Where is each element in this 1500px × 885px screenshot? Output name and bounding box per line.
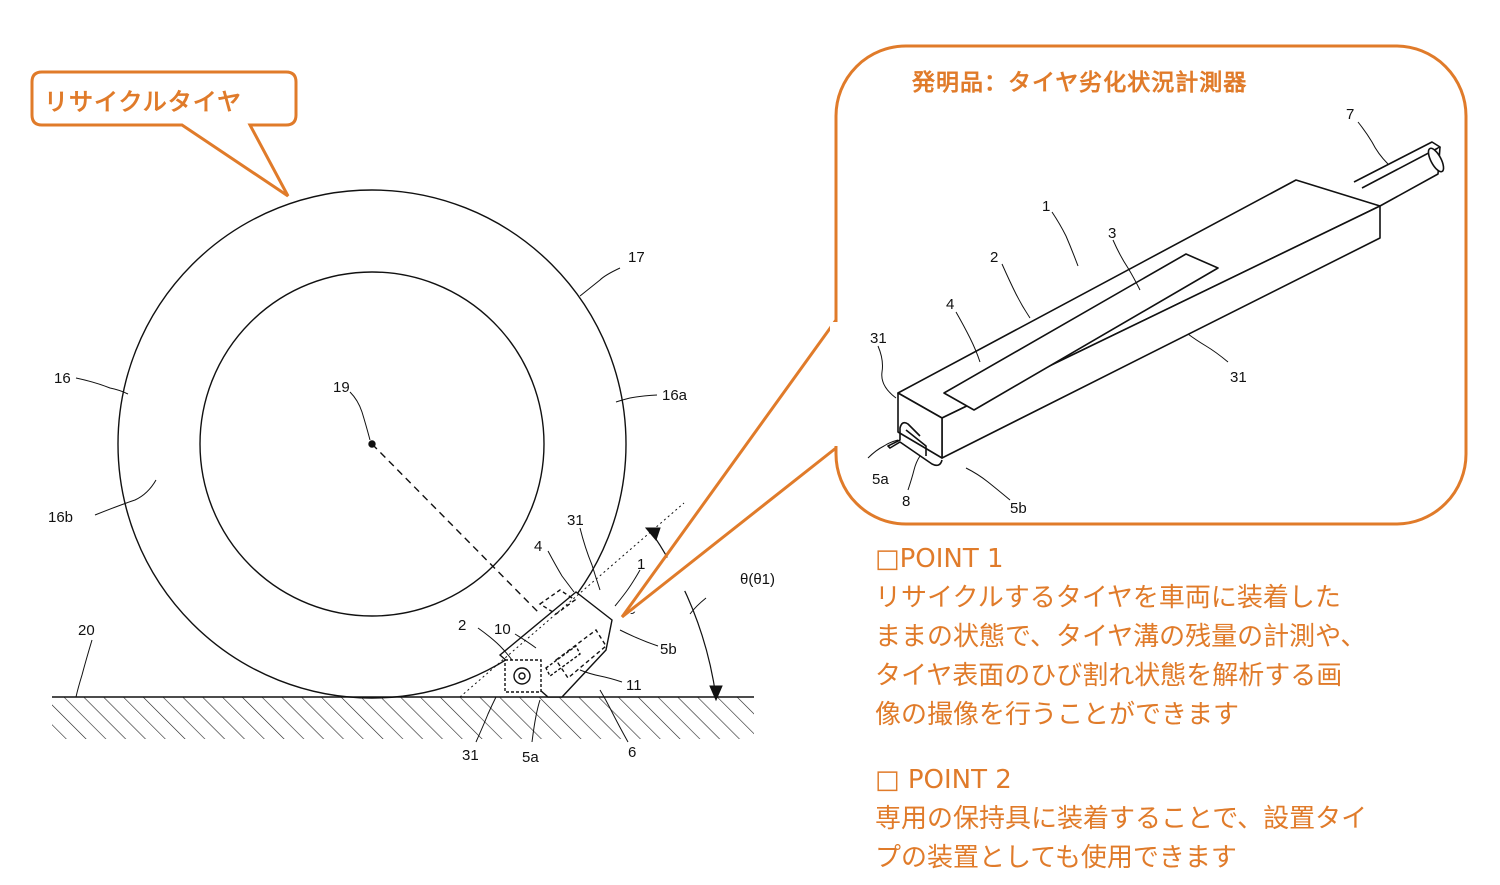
label-16: 16 — [54, 370, 71, 387]
label-6: 6 — [628, 744, 636, 761]
point2-heading: □ POINT 2 — [875, 765, 1012, 795]
label-16b: 16b — [48, 509, 73, 526]
device-hook — [887, 421, 943, 467]
inset-title: 発明品：タイヤ劣化状況計測器 — [911, 69, 1247, 96]
point1-heading: □POINT 1 — [875, 544, 1004, 574]
inset-labels: 7 1 3 2 4 31 31 5a 8 5b — [870, 106, 1354, 517]
inset-label-4: 4 — [946, 296, 954, 313]
angle-annotation — [459, 502, 723, 702]
point1-line: 像の撮像を行うことができます — [875, 700, 1240, 730]
inset-label-7: 7 — [1346, 106, 1354, 123]
inset-label-31-right: 31 — [1230, 369, 1247, 386]
point1-line: リサイクルするタイヤを車両に装着した — [875, 583, 1341, 613]
label-11: 11 — [626, 677, 642, 694]
label-1: 1 — [637, 556, 645, 573]
device-end-face — [897, 392, 943, 459]
point1-line: タイヤ表面のひび割れ状態を解析する画 — [875, 661, 1343, 691]
label-5a: 5a — [522, 749, 539, 766]
label-20: 20 — [78, 622, 95, 639]
label-31-top: 31 — [567, 512, 584, 529]
inset-label-3: 3 — [1108, 225, 1116, 242]
tire-inner-circle — [199, 271, 545, 617]
inset-label-5b: 5b — [1010, 500, 1027, 517]
points-section: □POINT 1 リサイクルするタイヤを車両に装着した ままの状態で、タイヤ溝の… — [875, 540, 1475, 878]
point1-line: ままの状態で、タイヤ溝の残量の計測や、 — [875, 622, 1367, 652]
label-19: 19 — [333, 379, 350, 396]
main-labels: 17 16 16a 16b 19 31 4 1 9 2 10 5b 11 20 … — [48, 249, 775, 766]
inset-label-8: 8 — [902, 493, 910, 510]
inset-label-1: 1 — [1042, 198, 1050, 215]
label-theta: θ(θ1) — [740, 571, 775, 588]
label-4: 4 — [534, 538, 542, 555]
device-holder — [504, 659, 542, 693]
point2-line: 専用の保持具に装着することで、設置タイ — [875, 804, 1368, 834]
main-leaders — [75, 267, 707, 743]
ground — [52, 696, 754, 739]
label-16a: 16a — [662, 387, 688, 404]
label-5b: 5b — [660, 641, 677, 658]
label-31-bottom: 31 — [462, 747, 479, 764]
label-10: 10 — [494, 621, 511, 638]
callout-label: リサイクルタイヤ — [44, 88, 242, 116]
inset-leaders — [867, 121, 1389, 501]
device-window — [943, 253, 1219, 411]
center-dashed-line — [371, 443, 539, 613]
inset-label-2: 2 — [990, 249, 998, 266]
inset-label-5a: 5a — [872, 471, 889, 488]
inset-label-31-left: 31 — [870, 330, 887, 347]
callout-bubble: リサイクルタイヤ — [30, 70, 298, 198]
point2-line: プの装置としても使用できます — [875, 843, 1237, 873]
label-17: 17 — [628, 249, 645, 266]
points-gap — [875, 735, 1475, 761]
device-on-tire — [498, 589, 613, 698]
label-2: 2 — [458, 617, 466, 634]
inset-device — [887, 141, 1445, 467]
